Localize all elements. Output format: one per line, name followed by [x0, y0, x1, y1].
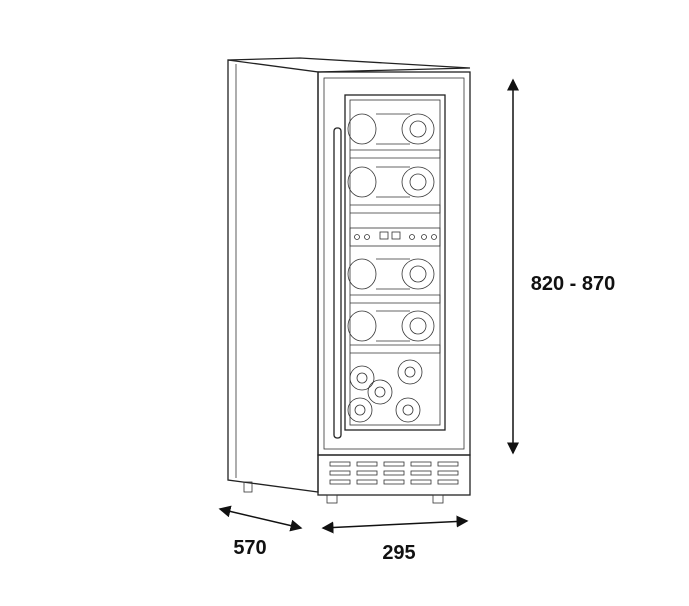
bottle-end [347, 258, 377, 290]
vent-slot [356, 470, 378, 476]
bottle-end [401, 166, 435, 198]
vent-slot [437, 479, 459, 485]
bottle-end [401, 258, 435, 290]
vent-slot [329, 479, 351, 485]
bottle-body [376, 310, 410, 342]
bottle-neck [374, 386, 386, 398]
vent-slot [356, 479, 378, 485]
bottle-neck [409, 173, 427, 191]
bottle-end [347, 310, 377, 342]
bottle-end [349, 365, 375, 391]
bottle-body [376, 113, 410, 145]
shelf [350, 344, 441, 354]
vent-slot [410, 479, 432, 485]
depth-dimension: 570 [218, 505, 303, 559]
shelf [350, 149, 441, 159]
bottle-end [397, 359, 423, 385]
bottle-end [347, 397, 373, 423]
depth-label: 570 [233, 537, 266, 559]
shelf [350, 294, 441, 304]
bottle-neck [409, 120, 427, 138]
height-dimension: 820 - 870 [507, 78, 616, 455]
vent-slot [383, 470, 405, 476]
vent-slot [383, 479, 405, 485]
depth-arrow [218, 505, 303, 532]
vent-slot [410, 470, 432, 476]
width-arrow [321, 515, 469, 534]
bottle-body [376, 166, 410, 198]
bottle-neck [402, 404, 414, 416]
bottle-body [376, 258, 410, 290]
vent-slot [329, 470, 351, 476]
bottle-neck [409, 265, 427, 283]
vent-slot [356, 461, 378, 467]
bottle-neck [354, 404, 366, 416]
wine-shelves [347, 113, 441, 423]
bottle-neck [404, 366, 416, 378]
base-grille [317, 454, 471, 504]
shelf [350, 204, 441, 214]
front-foot [432, 494, 444, 504]
bottle-end [395, 397, 421, 423]
vent-slot [329, 461, 351, 467]
bottle-end [401, 113, 435, 145]
bottle-end [367, 379, 393, 405]
bottle-end [347, 166, 377, 198]
side-foot [243, 481, 253, 493]
front-foot [326, 494, 338, 504]
vent-slot [437, 470, 459, 476]
control-panel [349, 227, 441, 247]
height-label: 820 - 870 [531, 273, 616, 295]
vent-slot [383, 461, 405, 467]
bottle-neck [409, 317, 427, 335]
width-label: 295 [382, 542, 415, 564]
door-handle [333, 127, 342, 439]
vent-slot [410, 461, 432, 467]
vent-slot [437, 461, 459, 467]
bottle-end [347, 113, 377, 145]
bottle-end [401, 310, 435, 342]
width-dimension: 295 [321, 515, 469, 564]
cabinet-door [317, 71, 471, 456]
bottle-neck [356, 372, 368, 384]
